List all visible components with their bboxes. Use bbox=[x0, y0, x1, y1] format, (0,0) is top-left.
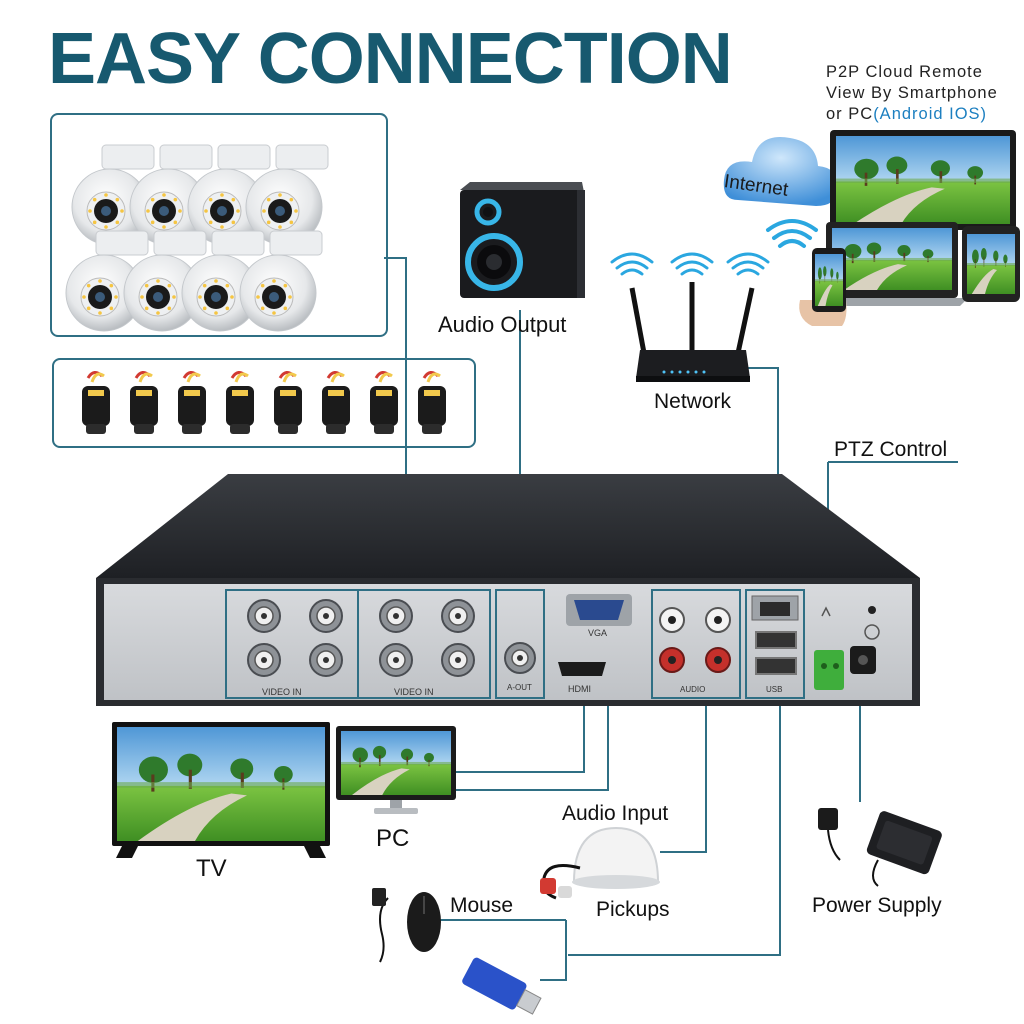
ptz-control-label: PTZ Control bbox=[834, 438, 947, 461]
power-adapter bbox=[818, 808, 942, 887]
dome-camera bbox=[187, 144, 271, 246]
pc-monitor bbox=[336, 726, 456, 814]
usb-line-2 bbox=[540, 920, 567, 981]
bnc-input-port bbox=[247, 599, 281, 633]
bnc-input-port bbox=[441, 599, 475, 633]
dome-camera bbox=[245, 144, 329, 246]
bnc-connector bbox=[82, 371, 110, 434]
bnc-connector bbox=[274, 371, 302, 434]
usb-line bbox=[568, 690, 781, 956]
smartphone-device bbox=[799, 248, 847, 326]
dome-camera bbox=[65, 230, 149, 332]
tv bbox=[112, 722, 330, 858]
wifi-icon bbox=[766, 219, 818, 248]
dome-camera bbox=[181, 230, 265, 332]
dvr-recorder: VIDEO IN VIDEO IN A-OUT VGA HDMI AUDIO bbox=[96, 474, 920, 706]
usb-port-label: USB bbox=[766, 685, 782, 694]
mouse-label: Mouse bbox=[450, 894, 513, 917]
network-label: Network bbox=[654, 390, 732, 413]
dome-camera bbox=[123, 230, 207, 332]
hdmi-port-label: HDMI bbox=[568, 684, 591, 694]
tablet-device bbox=[962, 226, 1020, 302]
audio-port-label: AUDIO bbox=[680, 685, 705, 694]
rca-audio-ports: AUDIO bbox=[659, 607, 731, 694]
router bbox=[610, 252, 770, 382]
mouse bbox=[372, 888, 441, 963]
audio-input-label: Audio Input bbox=[562, 802, 668, 825]
remote-view-caption: P2P Cloud Remote View By Smartphone or P… bbox=[826, 62, 1018, 125]
laptop-device bbox=[816, 222, 968, 306]
tv-label: TV bbox=[196, 855, 227, 882]
pc-label: PC bbox=[376, 825, 409, 852]
bnc-connector bbox=[226, 371, 254, 434]
ptz-terminal bbox=[814, 606, 844, 690]
remote-line-3-prefix: or PC bbox=[826, 105, 874, 123]
hdmi-line bbox=[456, 690, 585, 773]
remote-line-1: P2P Cloud Remote bbox=[826, 63, 983, 81]
bnc-input-port bbox=[441, 643, 475, 677]
usb-flash-drive bbox=[462, 957, 542, 1015]
bnc-connector bbox=[178, 371, 206, 434]
vga-port-label: VGA bbox=[588, 628, 607, 638]
audio-output-label: Audio Output bbox=[438, 312, 566, 337]
bnc-input-port bbox=[379, 599, 413, 633]
bnc-connector bbox=[370, 371, 398, 434]
remote-line-3: or PC(Android IOS) bbox=[826, 104, 1018, 125]
bnc-connector bbox=[130, 371, 158, 434]
bnc-input-port bbox=[247, 643, 281, 677]
video-in-label-2: VIDEO IN bbox=[394, 687, 434, 697]
dome-cameras bbox=[65, 144, 329, 332]
monitor-device bbox=[830, 130, 1016, 230]
audio-input-line bbox=[660, 690, 707, 853]
remote-line-2: View By Smartphone bbox=[826, 84, 998, 102]
usb-ports: USB bbox=[755, 631, 797, 694]
bnc-input-port bbox=[309, 643, 343, 677]
dome-camera bbox=[71, 144, 155, 246]
speaker bbox=[460, 182, 585, 298]
dome-camera bbox=[239, 230, 323, 332]
power-port bbox=[850, 606, 880, 674]
bnc-connector bbox=[322, 371, 350, 434]
bnc-connectors bbox=[82, 371, 446, 434]
video-in-label-1: VIDEO IN bbox=[262, 687, 302, 697]
network-port bbox=[751, 595, 799, 621]
audio-out-port-label: A-OUT bbox=[507, 683, 532, 692]
audio-out-port: A-OUT bbox=[504, 642, 536, 692]
remote-line-3-accent: (Android IOS) bbox=[873, 105, 988, 123]
bnc-input-port bbox=[309, 599, 343, 633]
hdmi-port: HDMI bbox=[558, 662, 606, 694]
page-title: EASY CONNECTION bbox=[48, 19, 733, 99]
bnc-input-port bbox=[379, 643, 413, 677]
vga-port: VGA bbox=[566, 594, 632, 638]
internet-cloud: Internet bbox=[723, 137, 839, 206]
pickup-microphone bbox=[540, 826, 660, 900]
pickups-label: Pickups bbox=[596, 898, 670, 921]
cameras-box bbox=[50, 113, 388, 337]
bnc-connector bbox=[418, 371, 446, 434]
power-supply-label: Power Supply bbox=[812, 894, 942, 917]
